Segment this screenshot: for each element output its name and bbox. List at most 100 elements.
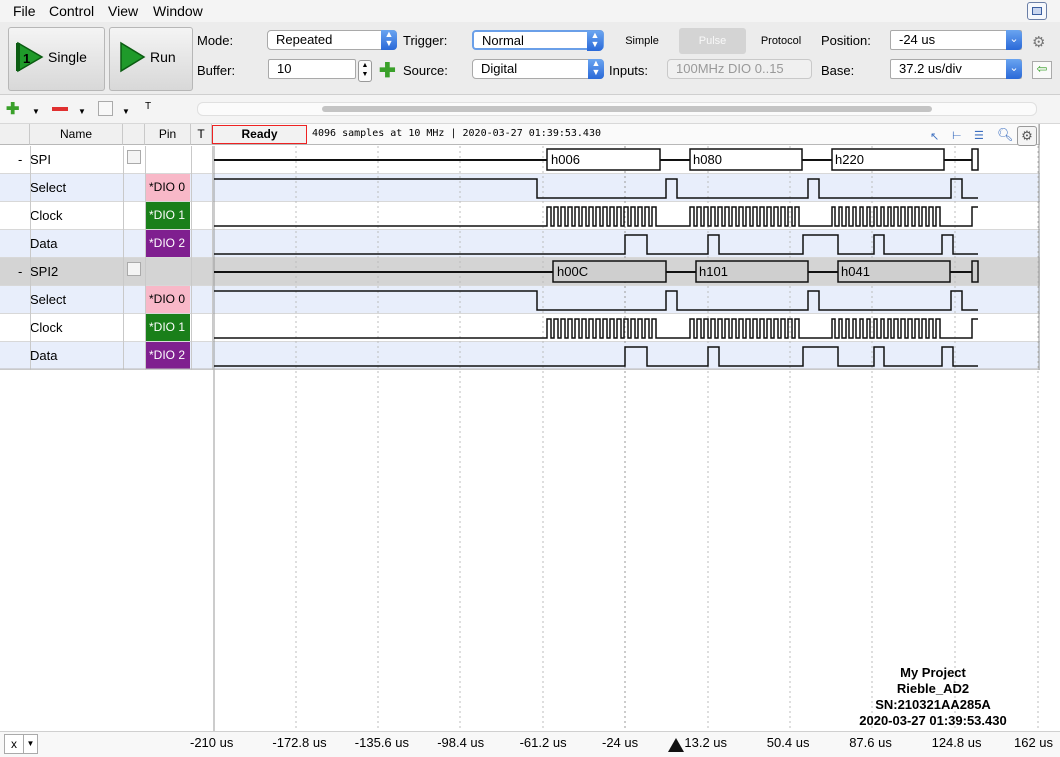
buffer-value: 10 [277,61,292,76]
source-label: Source: [403,63,448,78]
menu-window[interactable]: Window [153,3,203,19]
tab-simple[interactable]: Simple [625,35,659,47]
bus-row[interactable]: -SPI [0,146,1040,174]
run-label: Run [150,49,176,65]
single-button[interactable]: 1 Single [8,27,105,91]
position-value: -24 us [899,32,936,47]
edit-channel-icon[interactable] [98,101,113,116]
menu-control[interactable]: Control [49,3,95,19]
svg-text:1: 1 [23,51,30,66]
tab-pulse[interactable]: Pulse [679,28,746,54]
menu-view[interactable]: View [108,3,139,19]
serial-number: SN:210321AA285A [875,697,991,712]
data-waveform [214,346,978,367]
run-button[interactable]: Run [109,27,193,91]
close-icon[interactable]: x [4,734,24,754]
chevron-down-icon[interactable]: ▼ [23,734,38,754]
data-waveform [214,234,978,255]
signal-row[interactable]: Clock*DIO 1 [0,202,1040,230]
scrollbar-thumb[interactable] [322,106,932,112]
bus-value: h006 [551,152,580,167]
column-divider [123,146,124,370]
select-waveform [214,178,978,199]
trigger-label: Trigger: [403,33,448,48]
pin-badge[interactable]: *DIO 0 [145,286,190,313]
chevron-down-icon: ⌄ [1006,30,1022,50]
trigger-value: Normal [482,33,524,48]
text-tool-icon[interactable]: T [145,101,152,112]
bus-value: h101 [699,264,728,279]
align-lines-icon[interactable]: ☰ [974,130,984,142]
select-waveform [214,290,978,311]
plot-settings-gear-icon[interactable]: ⚙ [1017,126,1037,146]
source-value: Digital [481,61,518,76]
horizontal-scrollbar[interactable] [197,102,1037,116]
signal-row[interactable]: Clock*DIO 1 [0,314,1040,342]
chevron-down-icon[interactable]: ▼ [122,107,130,116]
window-restore-icon[interactable] [1027,2,1047,20]
cursor-icon[interactable]: ↖ [930,131,940,143]
channel-name: Data [30,236,58,251]
updown-chevron-icon: ▲▼ [587,31,603,51]
header-name: Name [30,124,123,145]
position-label: Position: [821,33,871,48]
inputs-value: 100MHz DIO 0..15 [676,61,784,76]
menu-file[interactable]: File [13,3,36,19]
trigger-position-marker-icon[interactable] [668,738,684,752]
pin-badge[interactable]: *DIO 0 [145,174,190,201]
source-select[interactable]: Digital ▲▼ [472,59,604,79]
channel-name: SPI [30,152,51,167]
buffer-input[interactable]: 10 [268,59,356,79]
channel-name: Data [30,348,58,363]
collapse-toggle[interactable]: - [18,264,23,279]
channel-name: Select [30,180,67,195]
settings-gear-icon[interactable]: ⚙ [1032,34,1046,51]
collapse-toggle[interactable]: - [18,152,23,167]
add-channel-icon[interactable]: ✚ [6,101,20,118]
column-divider [212,146,213,370]
bus-edit-icon[interactable] [127,150,141,164]
column-divider [191,146,192,370]
pin-badge[interactable]: *DIO 1 [145,314,190,341]
header-pin: Pin [145,124,191,145]
clock-waveform [214,206,978,227]
position-select[interactable]: -24 us ⌄ [890,30,1022,50]
remove-channel-icon[interactable] [52,107,68,111]
axis-tick-label: 87.6 us [849,735,892,750]
channel-toolbar: ✚ ▼ ▼ ▼ T [0,95,1060,124]
align-left-icon[interactable]: ⊢ [952,130,962,142]
grid-lines [0,124,1040,731]
axis-tick-label: -210 us [190,735,234,750]
status-info: 4096 samples at 10 MHz | 2020-03-27 01:3… [312,128,601,139]
axis-tick-label: 13.2 us [684,735,728,750]
trigger-select[interactable]: Normal ▲▼ [472,30,604,51]
zoom-icon[interactable]: 🔍︎ [997,127,1014,142]
pin-badge[interactable]: *DIO 1 [145,202,190,229]
chevron-down-icon[interactable]: ▼ [32,107,40,116]
pin-badge[interactable]: *DIO 2 [145,230,190,257]
project-name: My Project [900,665,966,680]
waveforms [214,148,979,367]
base-label: Base: [821,63,855,78]
pin-badge[interactable]: *DIO 2 [145,342,190,369]
channel-name: SPI2 [30,264,59,279]
updown-chevron-icon: ▲▼ [381,30,397,50]
menu-bar: File Control View Window [0,0,1060,22]
tab-protocol[interactable]: Protocol [760,35,802,47]
buffer-stepper[interactable]: ▲▼ [358,60,372,82]
column-divider [30,146,31,370]
base-select[interactable]: 37.2 us/div ⌄ [890,59,1022,79]
bus-edit-icon[interactable] [127,262,141,276]
axis-tick-label: -135.6 us [354,735,409,750]
mode-select[interactable]: Repeated ▲▼ [267,30,397,50]
chevron-down-icon[interactable]: ▼ [78,107,86,116]
inputs-select: 100MHz DIO 0..15 [667,59,812,79]
header-trigger: T [191,124,212,145]
time-axis-bar [0,731,1060,757]
base-value: 37.2 us/div [899,61,962,76]
column-divider [145,146,146,370]
chevron-down-icon: ⌄ [1006,59,1022,79]
add-source-icon[interactable]: ✚ [379,60,396,82]
collapse-arrow-icon[interactable]: ⇦ [1032,61,1052,79]
